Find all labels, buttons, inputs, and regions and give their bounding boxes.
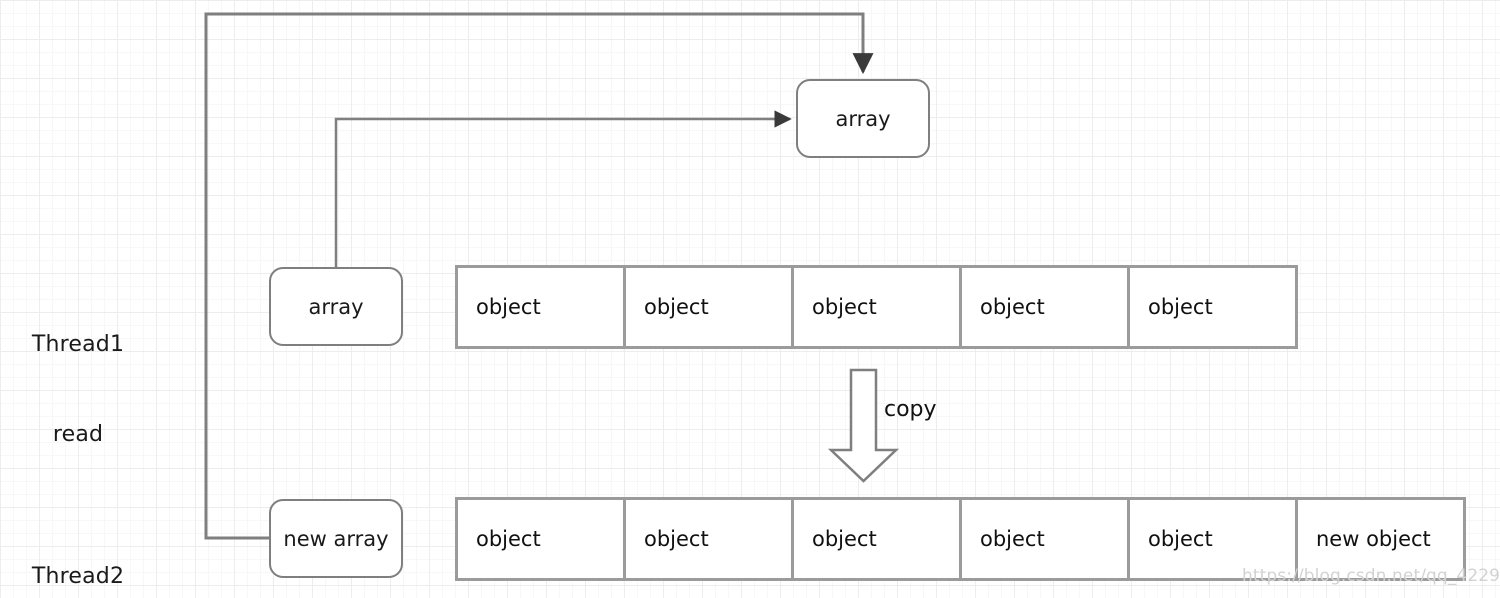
array-cell-label: object [980,527,1045,551]
array-cell[interactable]: object [1127,265,1298,349]
new-array-row: object object object object object new o… [455,497,1466,581]
array-cell[interactable]: object [623,265,794,349]
array-cell[interactable]: object [623,497,794,581]
array-cell-label: object [644,295,709,319]
copy-label: copy [884,397,937,422]
original-array-row: object object object object object [455,265,1298,349]
new-object-cell[interactable]: new object [1295,497,1466,581]
new-object-cell-label: new object [1316,527,1431,551]
array-cell-label: object [1148,527,1213,551]
array-top-label: array [835,106,891,131]
array-cell-label: object [812,527,877,551]
array-cell-label: object [1148,295,1213,319]
array-cell-label: object [476,527,541,551]
array-cell[interactable]: object [791,265,962,349]
connector-array-left-to-array-top [334,110,792,267]
thread1-action: read [52,422,104,447]
array-cell-label: object [980,295,1045,319]
copy-block-arrow [827,368,900,483]
thread1-name: Thread1 [31,332,125,357]
array-reference-box-top[interactable]: array [796,79,930,158]
array-cell[interactable]: object [455,265,626,349]
array-cell[interactable]: object [791,497,962,581]
thread2-label: Thread2 write [8,502,148,598]
thread1-label: Thread1 read [8,270,148,510]
array-reference-box-thread1[interactable]: array [269,267,403,346]
array-cell-label: object [476,295,541,319]
array-left-label: array [308,294,364,319]
array-cell[interactable]: object [959,497,1130,581]
thread2-name: Thread2 [31,564,125,589]
new-array-label: new array [283,526,389,551]
array-cell-label: object [812,295,877,319]
array-cell-label: object [644,527,709,551]
new-array-reference-box-thread2[interactable]: new array [269,499,403,578]
array-cell[interactable]: object [959,265,1130,349]
array-cell[interactable]: object [455,497,626,581]
watermark: https://blog.csdn.net/qq_42290551 [1242,566,1500,586]
array-cell[interactable]: object [1127,497,1298,581]
